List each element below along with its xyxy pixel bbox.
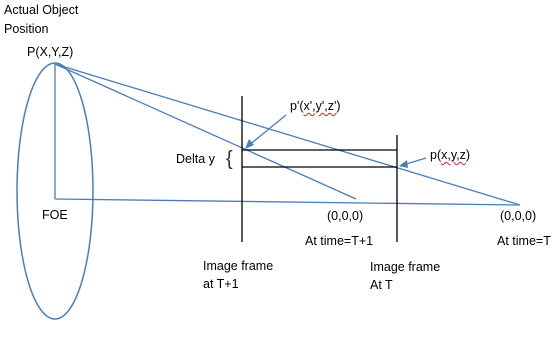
point-prime-label: p'(x',y',z'): [290, 98, 341, 115]
point-prime-coords: x',y',z': [303, 99, 337, 113]
actual-object-label-line2: Position: [4, 22, 49, 36]
point-image-prefix: p(: [430, 148, 442, 162]
point-world-label: P(X,Y,Z): [27, 45, 74, 59]
frame-t-label-line2: At T: [370, 278, 393, 292]
delta-y-brace: {: [226, 148, 233, 170]
frame-t1-label-line2: at T+1: [203, 277, 239, 291]
point-prime-suffix: ): [336, 99, 341, 113]
point-image-coords: x,y,z: [441, 148, 466, 162]
delta-y-label: Delta y: [176, 152, 215, 166]
origin-t1-label: (0,0,0): [327, 209, 364, 223]
arrow-p-head: [399, 160, 408, 168]
foe-ellipse: [16, 62, 94, 320]
frame-t-label-line1: Image frame: [370, 260, 441, 274]
ray-to-origin-t: [54, 63, 521, 206]
point-image-suffix: ): [465, 148, 471, 162]
origin-t-label: (0,0,0): [500, 209, 537, 223]
point-image-label: p(x,y,z): [430, 147, 470, 164]
foe-label: FOE: [42, 208, 68, 222]
axis-to-origin-t: [54, 198, 521, 206]
arrow-p-prime: [247, 114, 287, 147]
ray-to-origin-t1: [54, 63, 357, 200]
point-prime-prefix: p'(: [290, 99, 304, 113]
frame-t1-label-line1: Image frame: [203, 259, 274, 273]
time-t-label: At time=T: [497, 234, 551, 248]
arrow-p-prime-head: [245, 139, 254, 149]
time-t1-label: At time=T+1: [305, 234, 374, 248]
actual-object-label-line1: Actual Object: [4, 3, 79, 17]
